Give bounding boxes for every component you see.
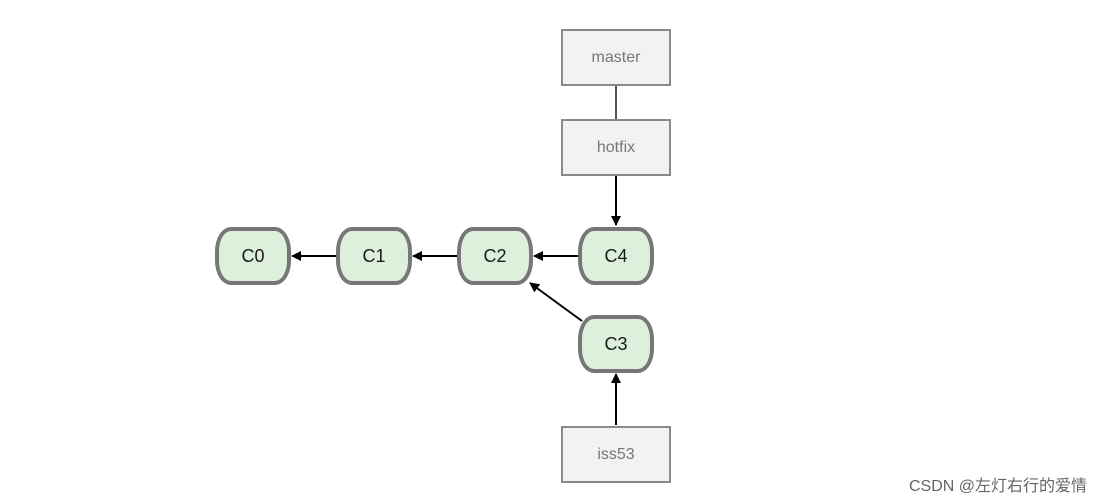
commit-c4: C4 (578, 227, 654, 285)
branch-iss53: iss53 (561, 426, 671, 483)
branch-master: master (561, 29, 671, 86)
csdn-watermark: CSDN @左灯右行的爱情 (908, 478, 1087, 495)
commit-c2: C2 (457, 227, 533, 285)
commit-c3: C3 (578, 315, 654, 373)
c3-to-c2-arrow (529, 282, 583, 322)
commit-c0: C0 (215, 227, 291, 285)
branch-hotfix: hotfix (561, 119, 671, 176)
commit-c1: C1 (336, 227, 412, 285)
